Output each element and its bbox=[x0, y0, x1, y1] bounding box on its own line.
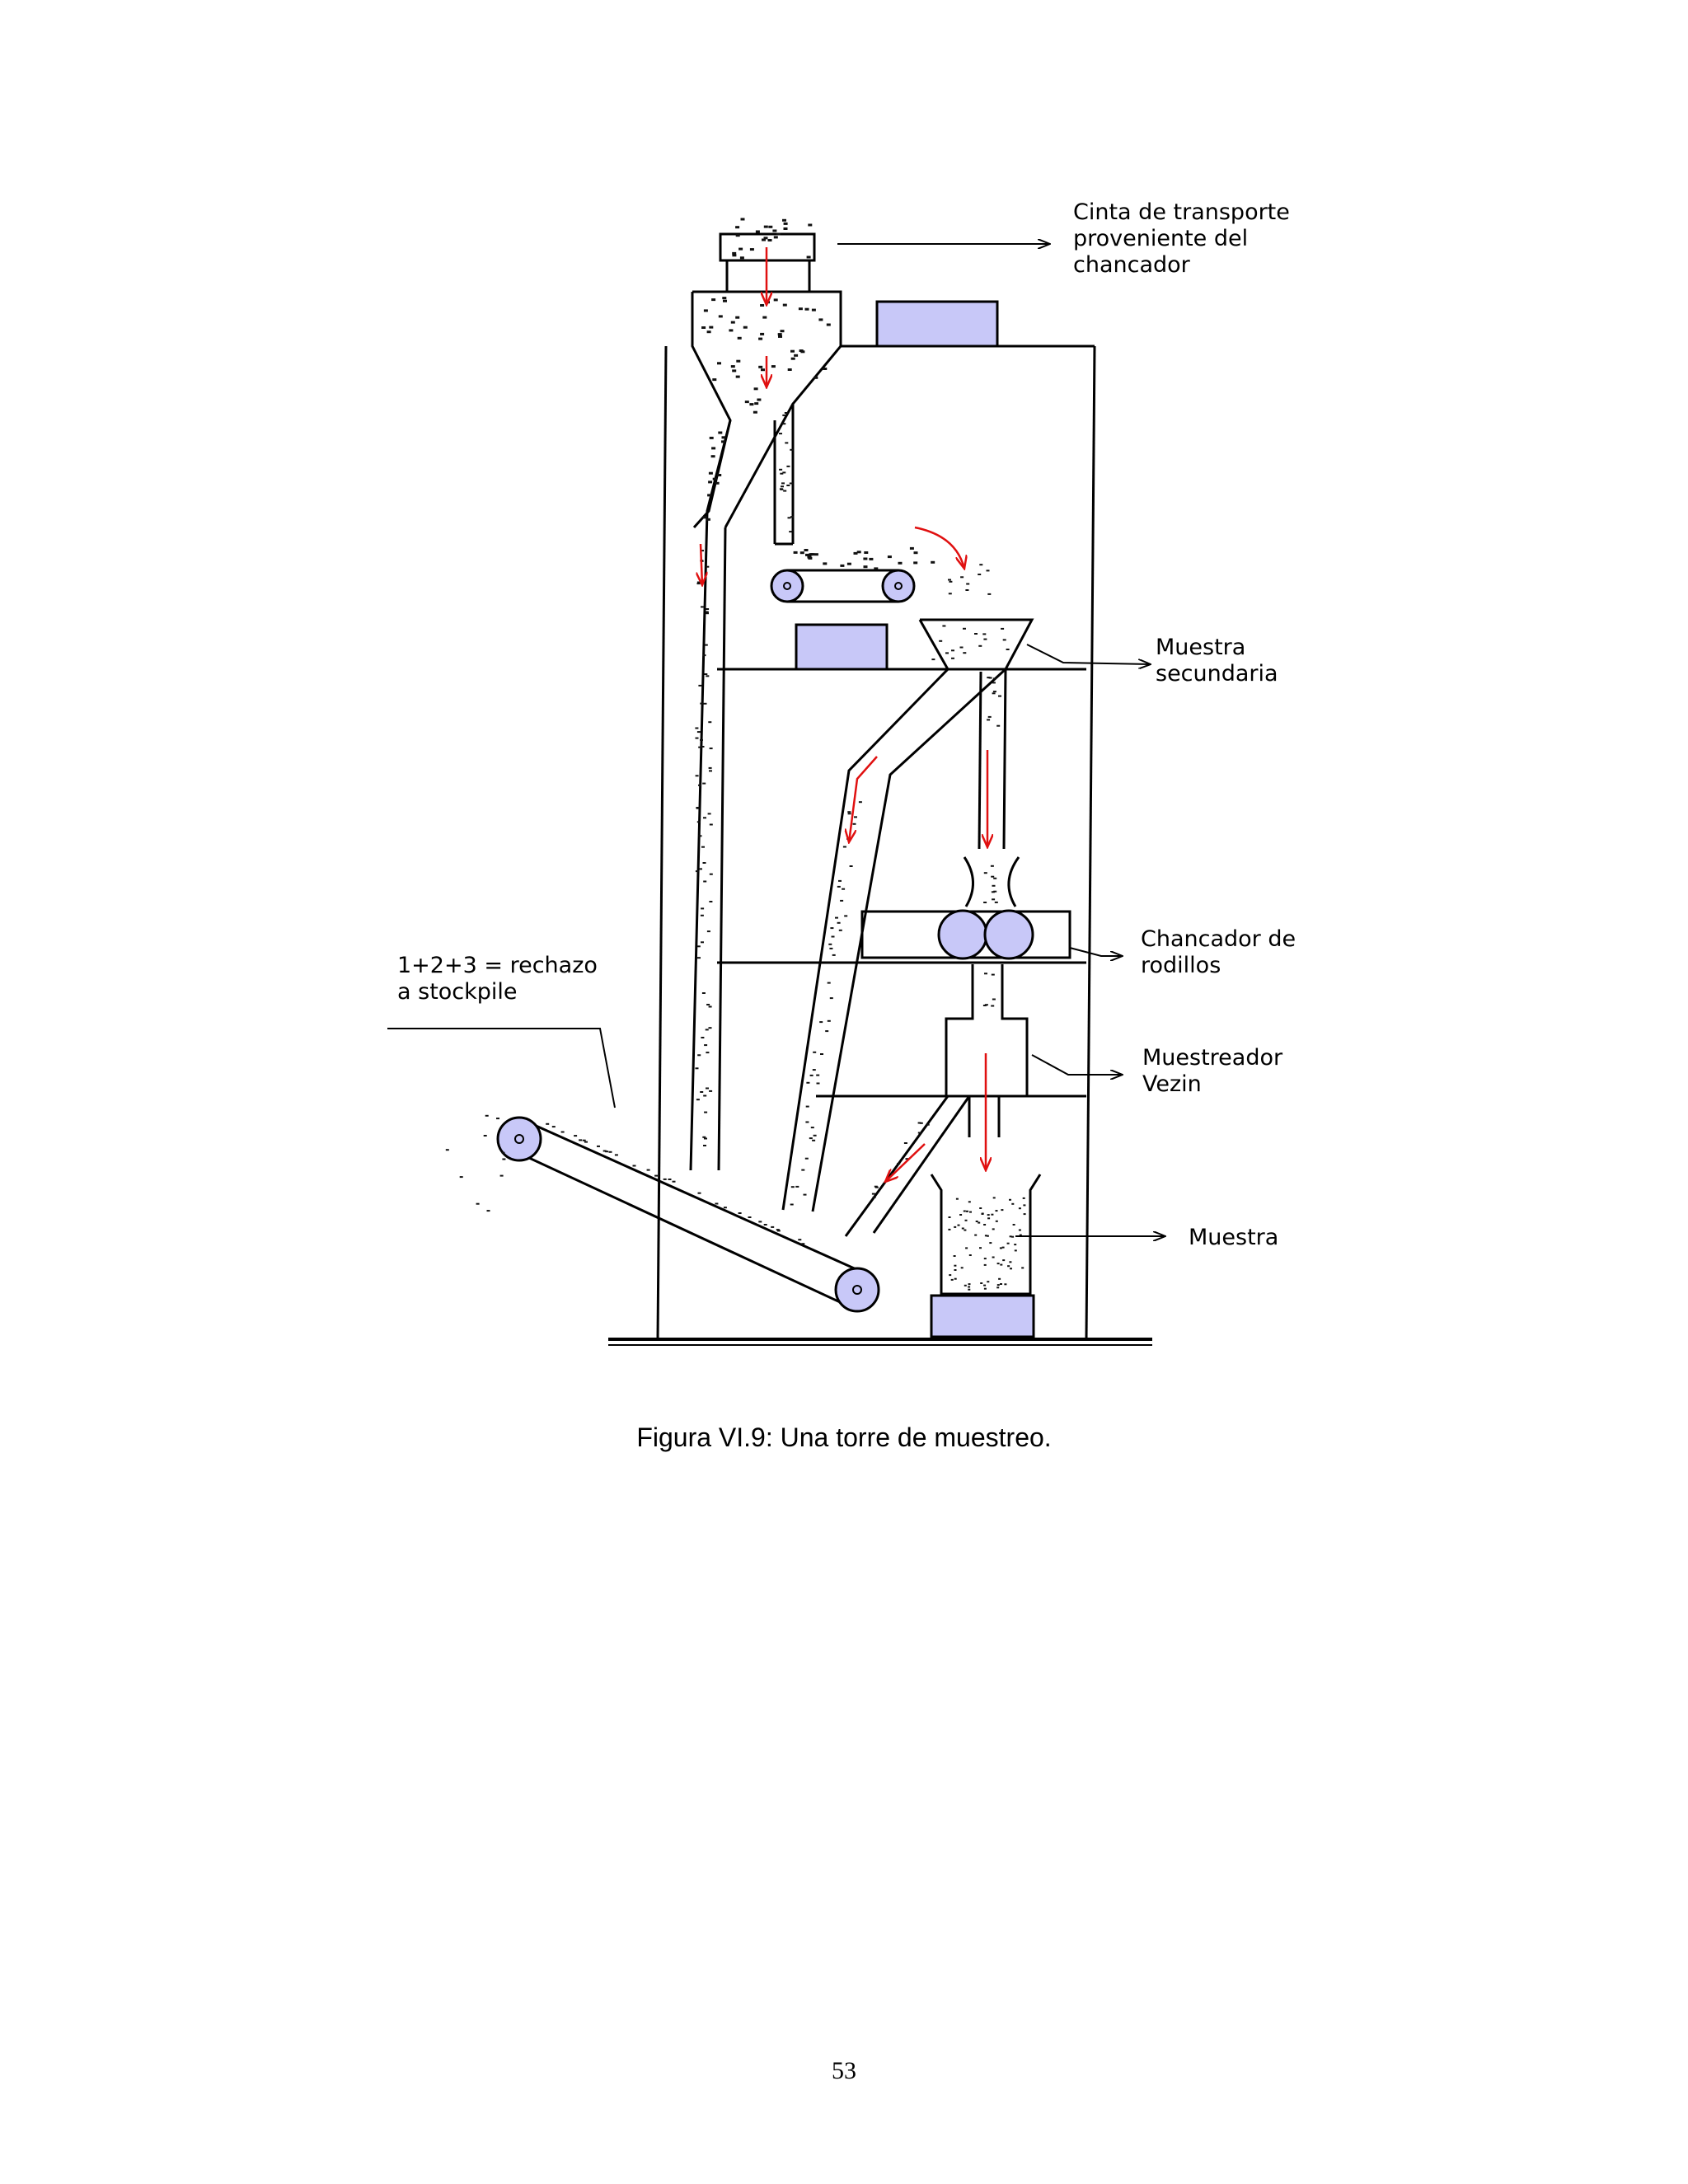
secondary-hopper bbox=[781, 618, 1034, 1212]
label-sample: Muestra bbox=[1189, 1225, 1278, 1250]
vezin-sampler bbox=[844, 964, 1029, 1237]
flow-arrows bbox=[701, 247, 987, 1182]
label-roll-crusher: Chancador de rodillos bbox=[1141, 926, 1303, 978]
label-secondary-sample: Muestra secundaria bbox=[1156, 635, 1278, 687]
leader-lines bbox=[387, 244, 1165, 1236]
label-vezin-sampler: Muestreador Vezin bbox=[1142, 1045, 1290, 1097]
motor-block-mid bbox=[795, 623, 889, 671]
chute-1 bbox=[689, 419, 732, 1171]
label-reject: 1+2+3 = rechazo a stockpile bbox=[397, 953, 604, 1005]
sample-scale-block bbox=[930, 1294, 1035, 1338]
label-conveyor-in: Cinta de transporte proveniente del chan… bbox=[1073, 199, 1296, 278]
feeder-belt bbox=[770, 542, 916, 603]
sample-container bbox=[930, 1174, 1042, 1296]
ore-particles bbox=[445, 218, 1026, 1291]
reject-conveyor bbox=[496, 1116, 880, 1313]
roll-crusher bbox=[860, 856, 1071, 960]
motor-block-top bbox=[875, 300, 999, 348]
page-number: 53 bbox=[832, 2057, 856, 2084]
figure-caption: Figura VI.9: Una torre de muestreo. bbox=[636, 1422, 1052, 1452]
